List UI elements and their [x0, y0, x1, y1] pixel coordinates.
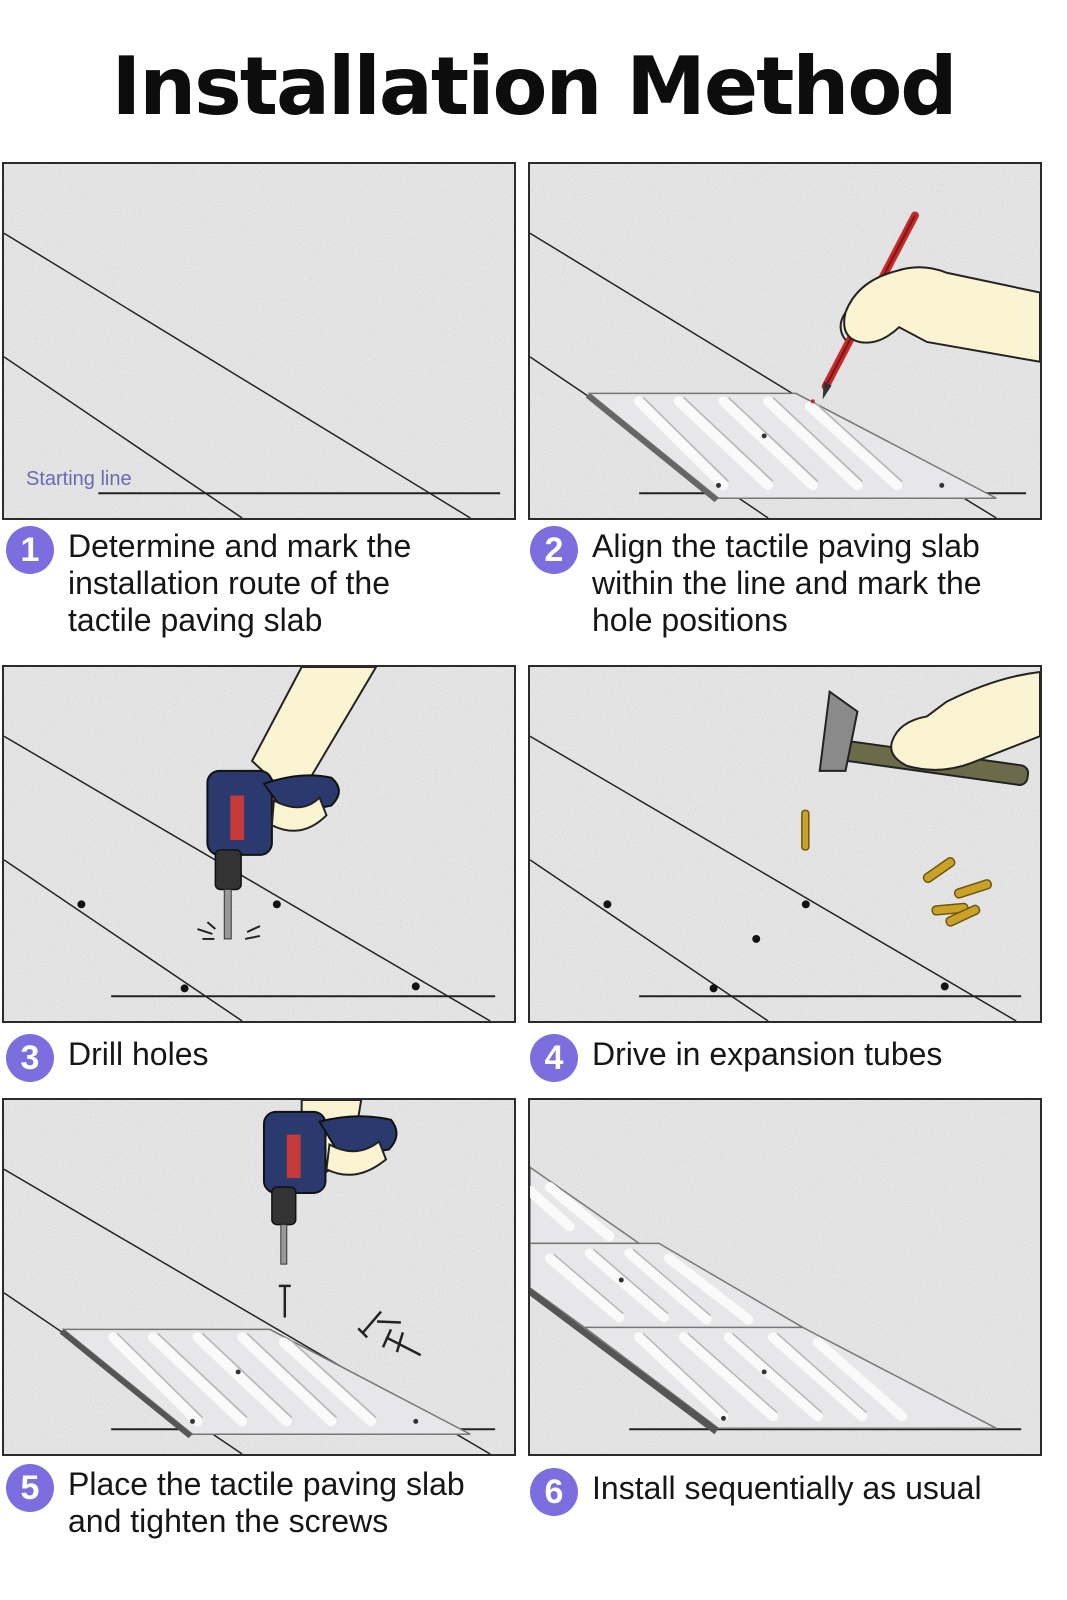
- step-3-illustration: [2, 665, 516, 1023]
- step-2-line-1: Align the tactile paving slab: [592, 528, 980, 564]
- starting-line-label: Starting line: [26, 468, 132, 490]
- step-2-line-3: hole positions: [592, 602, 788, 638]
- step-1-text: Determine and mark the installation rout…: [68, 528, 411, 639]
- route-line-upper: [4, 232, 471, 518]
- step-6-text: Install sequentially as usual: [592, 1470, 982, 1507]
- step-1-line-3: tactile paving slab: [68, 602, 323, 638]
- step-6-number-badge: 6: [530, 1468, 578, 1516]
- step-5-text: Place the tactile paving slab and tighte…: [68, 1466, 465, 1540]
- step-3-text: Drill holes: [68, 1036, 208, 1073]
- step-2-caption: 2 Align the tactile paving slab within t…: [530, 526, 982, 639]
- step-5-illustration: [2, 1098, 516, 1456]
- step-1-line-2: installation route of the: [68, 565, 390, 601]
- drilled-holes: [77, 900, 420, 993]
- step-1-line-1: Determine and mark the: [68, 528, 412, 564]
- step-1-illustration: Starting line: [2, 162, 516, 520]
- step-6-illustration: [528, 1098, 1042, 1456]
- step-3-caption: 3 Drill holes: [6, 1034, 208, 1082]
- tactile-slab: [59, 1328, 471, 1439]
- step-2-text: Align the tactile paving slab within the…: [592, 528, 982, 639]
- step-5-line-1: Place the tactile paving slab: [68, 1466, 465, 1502]
- step-1-number-badge: 1: [6, 526, 54, 574]
- step-2-line-2: within the line and mark the: [592, 565, 982, 601]
- concrete-texture: [4, 164, 514, 518]
- step-6-caption: 6 Install sequentially as usual: [530, 1468, 982, 1516]
- expansion-tubes: [801, 809, 993, 927]
- hand-with-drill: [197, 667, 378, 940]
- page-title: Installation Method: [111, 40, 957, 133]
- step-2-illustration: [528, 162, 1042, 520]
- step-2-number-badge: 2: [530, 526, 578, 574]
- hand-with-pencil: [821, 211, 1040, 400]
- step-5-number-badge: 5: [6, 1464, 54, 1512]
- hand-with-hammer: [818, 670, 1040, 786]
- step-3-line-1: Drill holes: [68, 1036, 209, 1072]
- step-4-number-badge: 4: [530, 1034, 578, 1082]
- step-1-caption: 1 Determine and mark the installation ro…: [6, 526, 411, 639]
- step-4-text: Drive in expansion tubes: [592, 1036, 942, 1073]
- loose-screws: [357, 1310, 422, 1357]
- step-5-caption: 5 Place the tactile paving slab and tigh…: [6, 1464, 465, 1540]
- step-4-illustration: [528, 665, 1042, 1023]
- route-line-lower: [4, 356, 243, 518]
- step-4-line-1: Drive in expansion tubes: [592, 1036, 943, 1072]
- tactile-slab: [585, 392, 997, 503]
- hand-with-drill: [262, 1100, 398, 1265]
- installed-slab-row: [530, 1166, 997, 1435]
- step-5-line-2: and tighten the screws: [68, 1503, 389, 1539]
- screw: [278, 1284, 291, 1318]
- step-4-caption: 4 Drive in expansion tubes: [530, 1034, 942, 1082]
- step-3-number-badge: 3: [6, 1034, 54, 1082]
- step-6-line-1: Install sequentially as usual: [592, 1470, 982, 1506]
